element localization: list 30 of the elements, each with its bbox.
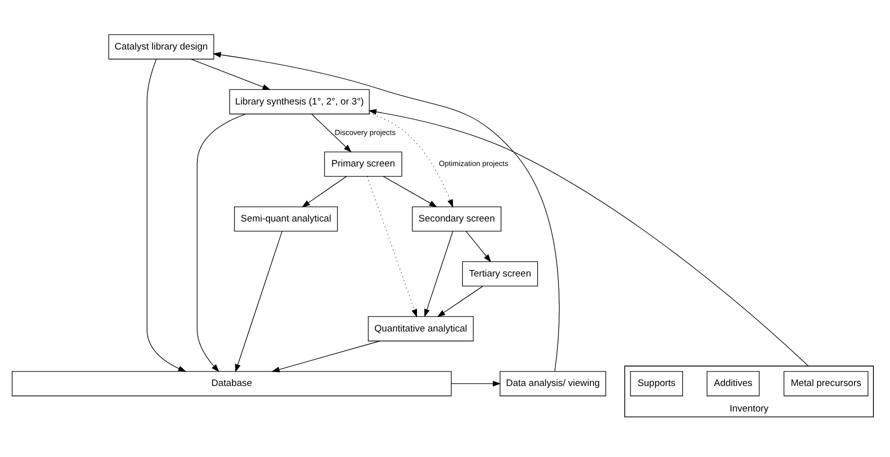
arrow xyxy=(436,286,483,318)
node-box: Database xyxy=(11,371,452,396)
edge-label: Optimization projects xyxy=(438,159,508,168)
node-box: Quantitative analytical xyxy=(367,316,474,342)
node-box: Semi-quant analytical xyxy=(234,206,338,232)
arrow xyxy=(270,340,380,372)
arrow xyxy=(310,114,352,152)
arrow xyxy=(190,58,270,90)
node-box: Secondary screen xyxy=(411,206,501,232)
node-box: Additives xyxy=(706,371,760,396)
arrow xyxy=(301,176,346,208)
arrow xyxy=(368,109,808,366)
arrow xyxy=(450,380,500,387)
node-box: Supports xyxy=(630,371,682,396)
node-box: Catalyst library design xyxy=(108,34,214,60)
arrow xyxy=(196,114,246,372)
arrow xyxy=(368,112,453,208)
node-box: Library synthesis (1°, 2°, or 3°) xyxy=(228,89,370,114)
node-box: Metal precursors xyxy=(783,371,868,396)
node-box: Primary screen xyxy=(324,152,402,177)
arrow xyxy=(234,231,282,372)
node-box: Data analysis/ viewing xyxy=(499,371,606,396)
arrow xyxy=(465,230,491,262)
arrow xyxy=(382,176,437,208)
node-box: Tertiary screen xyxy=(462,261,538,286)
arrow xyxy=(424,230,453,318)
arrow xyxy=(366,176,416,318)
arrow xyxy=(146,58,186,372)
arrow xyxy=(212,52,560,372)
edge-label: Discovery projects xyxy=(334,128,396,137)
